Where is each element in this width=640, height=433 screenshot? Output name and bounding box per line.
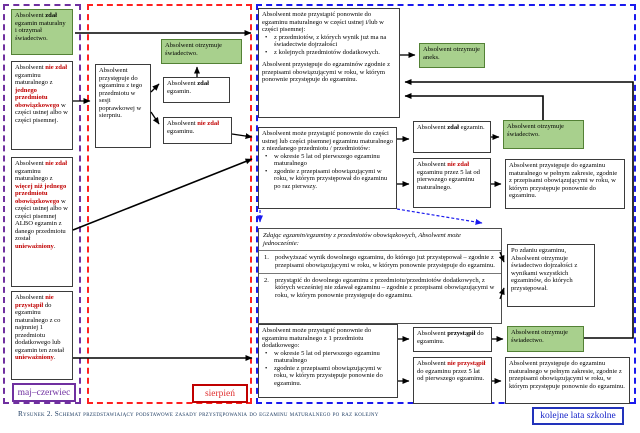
label-sierpien: sierpień [192,384,248,403]
box-nie-zdal-egzaminu-sierpien: Absolwent nie zdał egzaminu. [163,117,232,144]
box-nie-zdal-wiecej-przedmiotow: Absolwent nie zdał egzaminu maturalnego … [11,157,73,287]
panel-item-podwyzszanie: 1.podwyższać wynik dowolnego egzaminu, d… [259,250,501,272]
box-pelny-zakres-1: Absolwent przystępuje do egzaminu matura… [505,159,625,209]
box-przystapil-do-egzaminu: Absolwent przystąpił do egzaminu. [413,327,492,352]
box-ponownie-przedmiot-dodatkowy: Absolwent może przystąpić ponownie do eg… [258,324,398,398]
box-zdal-egzamin-kolejne: Absolwent zdał egzamin. [413,121,491,153]
box-swiadectwo-z-wynikami: Po zdaniu egzaminu, Absolwent otrzymuje … [507,244,595,307]
panel-jednoczesnie: Zdając egzamin/egzaminy z przedmiotów ob… [258,228,502,324]
box-otrzymuje-swiadectwo-dol: Absolwent otrzymuje świadectwo. [507,326,584,352]
figure-caption: Rysunek 2. Schemat przedstawiający podst… [18,410,379,418]
box-nie-przystapil-dodatkowy: Absolwent nie przystąpił do egzaminu mat… [11,291,73,380]
label-kolejne-lata-szkolne: kolejne lata szkolne [532,407,624,425]
panel-item-nowe-dodatkowe: 2.przystąpić do dowolnego egzaminu z prz… [259,272,501,303]
box-pelny-zakres-2: Absolwent przystępuje do egzaminu matura… [505,357,630,404]
panel-header: Zdając egzamin/egzaminy z przedmiotów ob… [263,232,461,247]
box-otrzymuje-swiadectwo-sierpien: Absolwent otrzymuje świadectwo. [161,39,242,64]
box-nie-przystapil-5-lat: Absolwent nie przystąpił do egzaminu prz… [413,357,492,404]
label-maj-czerwiec: maj–czerwiec [12,383,76,402]
box-ponownie-ustna-pisemna: Absolwent może przystąpić ponownie do eg… [258,8,400,118]
box-nie-zdal-jeden-przedmiot: Absolwent nie zdał egzaminu maturalnego … [11,61,73,150]
box-zdal-egzamin-sierpien: Absolwent zdał egzamin. [163,77,230,103]
box-ponownie-niezdany-przedmiot: Absolwent może przystąpić ponownie do cz… [258,127,397,209]
box-zdal-mature-swiadectwo: Absolwent zdał egzamin maturalny i otrzy… [11,9,73,55]
box-otrzymuje-aneks: Absolwent otrzymuje aneks. [419,43,485,68]
box-otrzymuje-swiadectwo-kolejne: Absolwent otrzymuje świadectwo. [503,120,584,149]
box-nie-zdal-5-lat: Absolwent nie zdał egzaminu przez 5 lat … [413,158,491,208]
box-sesja-poprawkowa: Absolwent przystępuje do egzaminu z tego… [95,64,151,148]
